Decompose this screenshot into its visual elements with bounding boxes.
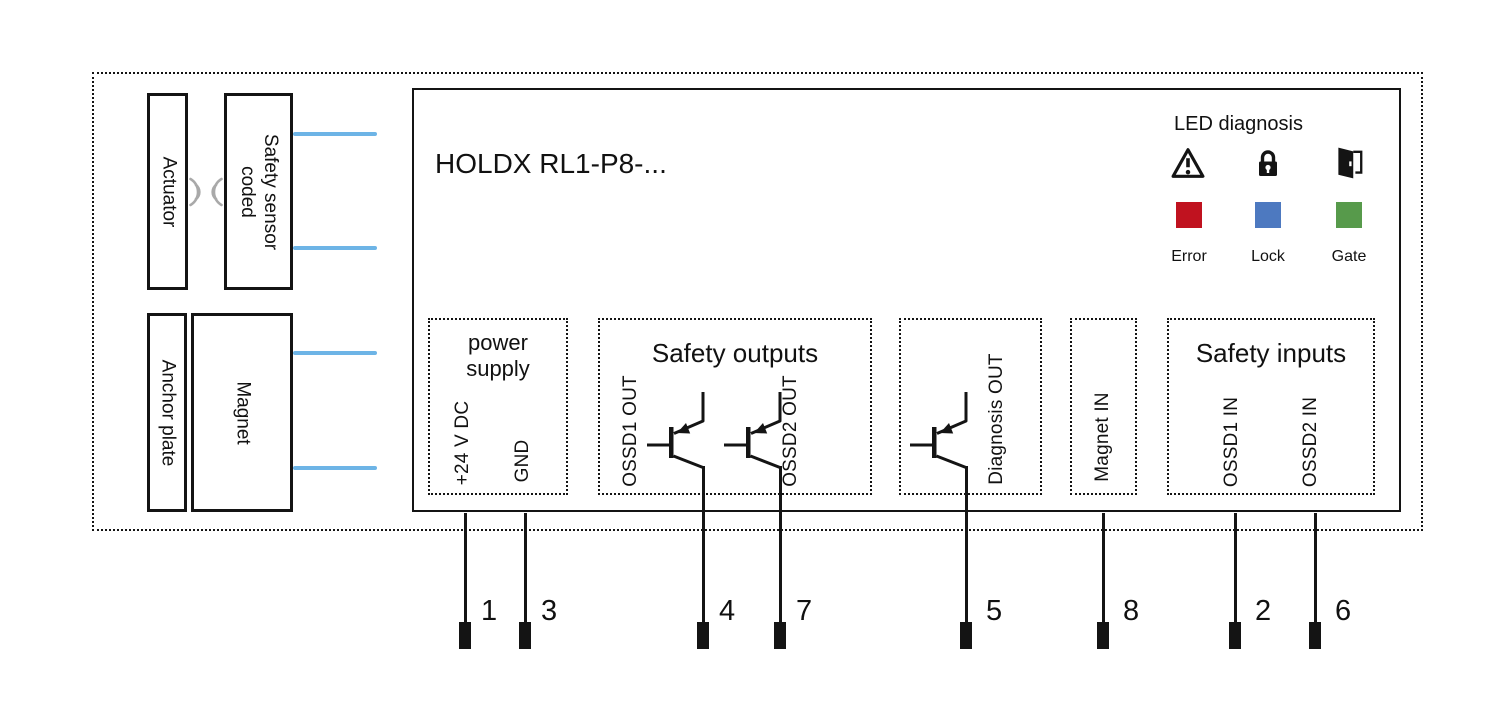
power-supply-title: power supply xyxy=(466,330,530,382)
safety-outputs-title: Safety outputs xyxy=(651,338,819,368)
pin-number: 2 xyxy=(1255,595,1272,627)
error-led xyxy=(1176,202,1202,228)
pin-wire xyxy=(778,466,782,623)
gate-led-label: Gate xyxy=(1331,248,1367,265)
gate-led xyxy=(1336,202,1362,228)
device-title: HOLDX RL1-P8-... xyxy=(435,148,667,179)
pin-number: 1 xyxy=(481,595,498,627)
pin-wire xyxy=(1313,513,1317,623)
outer-dashed-boundary xyxy=(92,72,1423,531)
pin-terminal xyxy=(1309,622,1321,649)
magnet-wire-top xyxy=(293,351,377,355)
pin-terminal xyxy=(519,622,531,649)
door-icon xyxy=(1329,145,1369,181)
sensor-wire-top xyxy=(293,132,377,136)
diagnosis-block xyxy=(899,318,1042,495)
magnet-box xyxy=(191,313,293,512)
led-diagnosis-title: LED diagnosis xyxy=(1174,113,1303,135)
pin-wire xyxy=(964,466,968,623)
pin-number: 3 xyxy=(541,595,558,627)
transistor-diagnosis xyxy=(910,392,968,469)
warning-icon xyxy=(1168,145,1208,181)
pin-number: 5 xyxy=(986,595,1003,627)
pin-number: 4 xyxy=(719,595,736,627)
pin-wire xyxy=(701,466,705,623)
lock-icon xyxy=(1248,145,1288,181)
transistor-ossd2 xyxy=(724,392,782,469)
power-supply-block xyxy=(428,318,568,495)
wireless-signal-icon xyxy=(189,177,223,207)
pin-number: 6 xyxy=(1335,595,1352,627)
pin-terminal xyxy=(774,622,786,649)
magnet-in-block xyxy=(1070,318,1137,495)
safety-sensor-box xyxy=(224,93,293,290)
safety-outputs-block xyxy=(598,318,872,495)
pin-terminal xyxy=(697,622,709,649)
sensor-wire-bottom xyxy=(293,246,377,250)
pin-number: 7 xyxy=(796,595,813,627)
pin-terminal xyxy=(459,622,471,649)
pin-wire xyxy=(523,513,527,623)
pin-terminal xyxy=(1229,622,1241,649)
pin-wire xyxy=(463,513,467,623)
pin-terminal xyxy=(1097,622,1109,649)
lock-led-label: Lock xyxy=(1251,248,1285,265)
magnet-wire-bottom xyxy=(293,466,377,470)
pin-terminal xyxy=(960,622,972,649)
transistor-ossd1 xyxy=(647,392,705,469)
safety-inputs-title: Safety inputs xyxy=(1195,338,1347,368)
lock-led xyxy=(1255,202,1281,228)
actuator-box xyxy=(147,93,188,290)
error-led-label: Error xyxy=(1171,248,1207,265)
pin-wire xyxy=(1233,513,1237,623)
safety-inputs-block xyxy=(1167,318,1375,495)
anchor-plate-box xyxy=(147,313,187,512)
pin-number: 8 xyxy=(1123,595,1140,627)
pin-wire xyxy=(1101,513,1105,623)
device-box xyxy=(412,88,1401,512)
